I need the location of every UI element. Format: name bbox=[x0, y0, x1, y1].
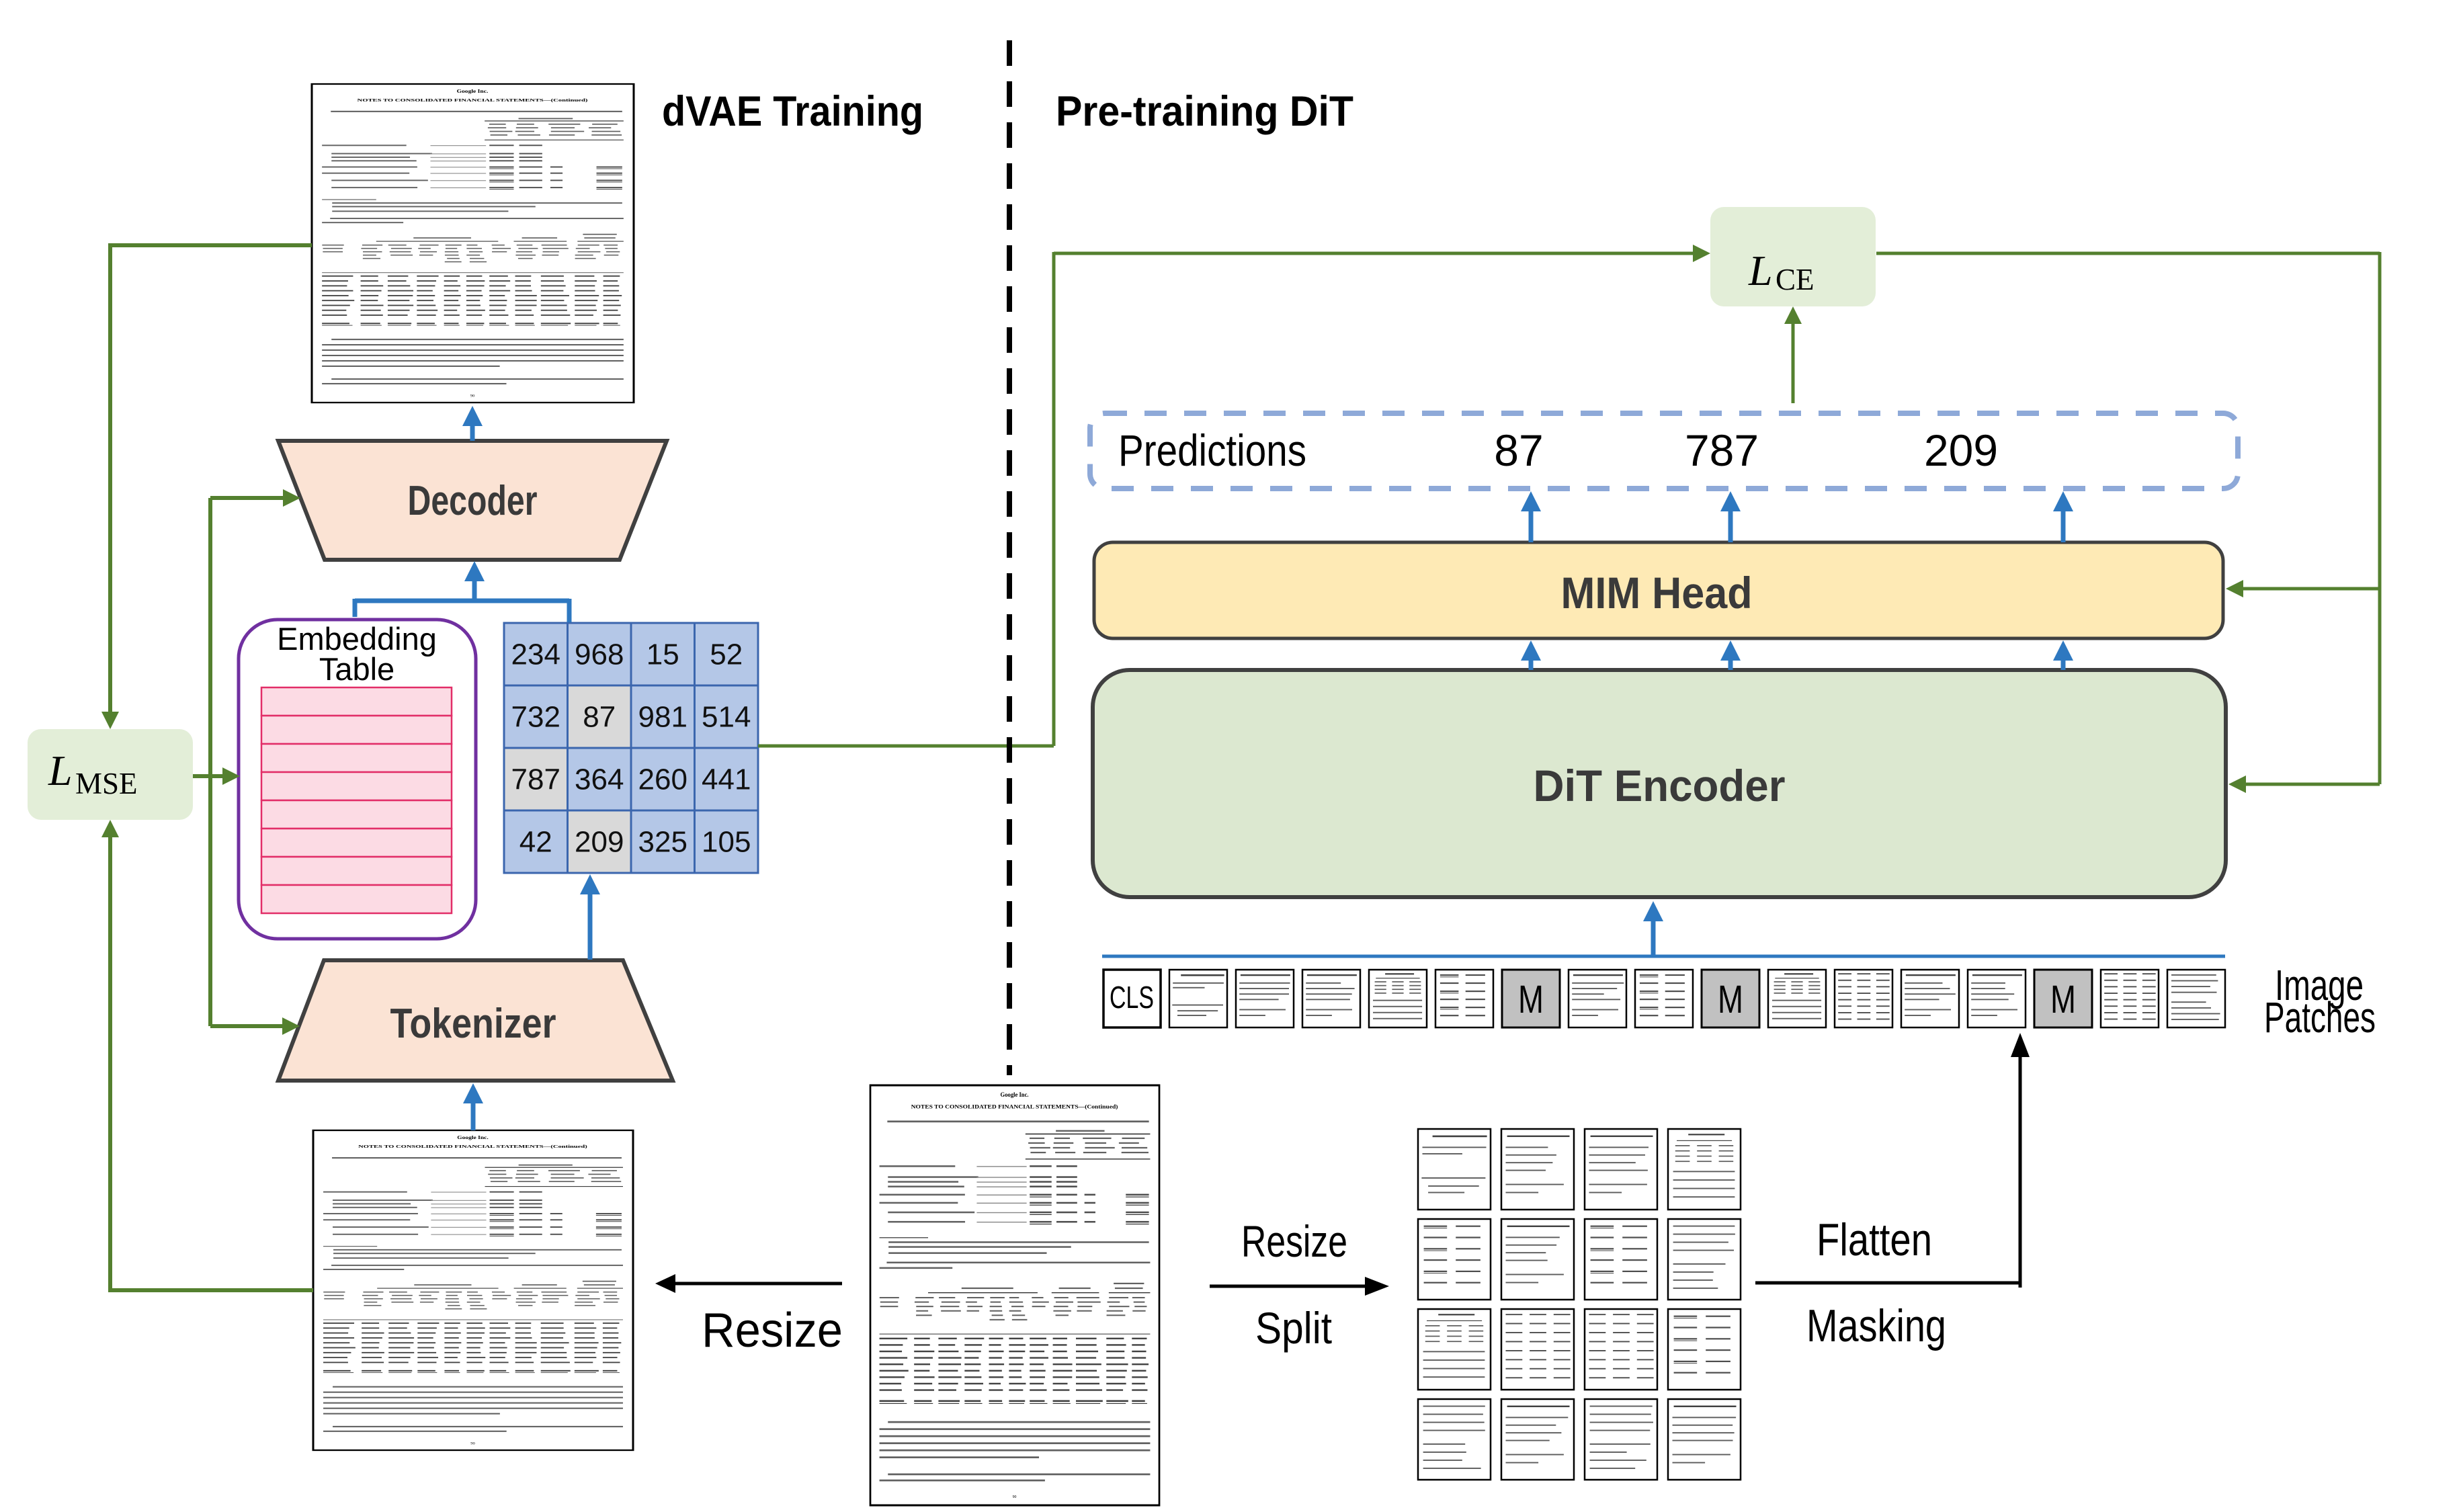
svg-text:52: 52 bbox=[710, 638, 743, 671]
svg-text:Tokenizer: Tokenizer bbox=[390, 1001, 556, 1047]
svg-text:441: 441 bbox=[702, 763, 751, 796]
svg-text:Flatten: Flatten bbox=[1817, 1214, 1932, 1265]
svg-text:514: 514 bbox=[702, 701, 751, 734]
svg-text:CE: CE bbox=[1776, 263, 1815, 296]
svg-text:87: 87 bbox=[1494, 425, 1543, 475]
svg-text:209: 209 bbox=[575, 826, 624, 859]
svg-text:968: 968 bbox=[575, 638, 624, 671]
svg-text:DiT Encoder: DiT Encoder bbox=[1534, 761, 1786, 810]
svg-text:981: 981 bbox=[638, 701, 687, 734]
svg-text:260: 260 bbox=[638, 763, 687, 796]
svg-text:364: 364 bbox=[575, 763, 624, 796]
svg-text:Masking: Masking bbox=[1806, 1300, 1946, 1351]
svg-text:Decoder: Decoder bbox=[408, 478, 538, 524]
svg-text:787: 787 bbox=[1685, 425, 1759, 475]
svg-text:87: 87 bbox=[583, 701, 616, 734]
svg-text:M: M bbox=[2050, 978, 2076, 1021]
svg-text:105: 105 bbox=[702, 826, 751, 859]
svg-text:Resize: Resize bbox=[702, 1304, 843, 1357]
svg-text:Embedding: Embedding bbox=[277, 621, 437, 657]
svg-text:MIM Head: MIM Head bbox=[1561, 568, 1753, 618]
svg-text:15: 15 bbox=[646, 638, 679, 671]
svg-text:Pre-training DiT: Pre-training DiT bbox=[1056, 88, 1353, 135]
svg-text:M: M bbox=[1518, 978, 1544, 1021]
svg-text:209: 209 bbox=[1924, 425, 1998, 475]
svg-text:234: 234 bbox=[511, 638, 560, 671]
svg-text:787: 787 bbox=[511, 763, 560, 796]
svg-text:732: 732 bbox=[511, 701, 560, 734]
svg-text:325: 325 bbox=[638, 826, 687, 859]
svg-text:M: M bbox=[1718, 978, 1743, 1021]
svg-text:42: 42 bbox=[519, 826, 552, 859]
svg-text:Predictions: Predictions bbox=[1118, 425, 1306, 475]
svg-text:CLS: CLS bbox=[1110, 980, 1154, 1015]
svg-text:dVAE Training: dVAE Training bbox=[662, 88, 923, 135]
svg-text:Table: Table bbox=[319, 651, 394, 687]
svg-text:L: L bbox=[1748, 247, 1773, 294]
svg-text:Patches: Patches bbox=[2264, 993, 2376, 1042]
svg-text:Resize: Resize bbox=[1241, 1216, 1347, 1266]
svg-text:MSE: MSE bbox=[75, 767, 138, 800]
svg-text:Split: Split bbox=[1255, 1303, 1332, 1353]
svg-text:Image: Image bbox=[2275, 961, 2364, 1009]
svg-text:L: L bbox=[48, 747, 73, 794]
